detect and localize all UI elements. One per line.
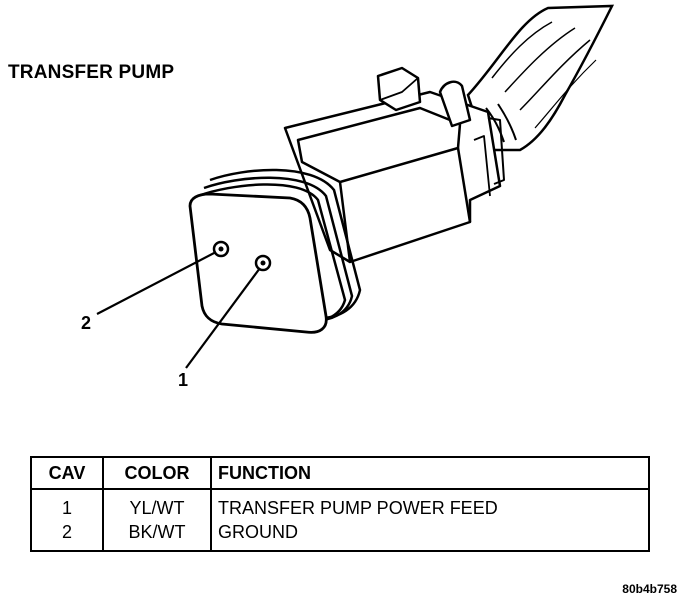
cell-cav: 2	[30, 520, 104, 551]
header-color: COLOR	[102, 457, 212, 490]
table-row: 1 YL/WT TRANSFER PUMP POWER FEED	[30, 489, 650, 520]
callout-label-2: 2	[81, 313, 92, 333]
cell-cav: 1	[30, 489, 104, 520]
cell-color: YL/WT	[102, 489, 212, 520]
header-cav: CAV	[30, 457, 104, 490]
figure-code: 80b4b758	[622, 582, 677, 596]
pinout-table: CAV COLOR FUNCTION 1 YL/WT TRANSFER PUMP…	[30, 456, 650, 552]
cell-function: GROUND	[210, 520, 650, 551]
cavity-1	[254, 254, 272, 272]
header-function: FUNCTION	[210, 457, 650, 490]
cell-function: TRANSFER PUMP POWER FEED	[210, 489, 650, 520]
diagram-title: TRANSFER PUMP	[8, 62, 175, 83]
callout-label-1: 1	[178, 370, 189, 390]
table-header-row: CAV COLOR FUNCTION	[30, 457, 650, 490]
connector-illustration	[96, 4, 615, 369]
leader-line-1	[185, 267, 261, 369]
leader-line-2	[96, 251, 217, 315]
connector-housing	[283, 66, 505, 264]
cavity-2	[212, 240, 230, 258]
table-row: 2 BK/WT GROUND	[30, 520, 650, 551]
cell-color: BK/WT	[102, 520, 212, 551]
